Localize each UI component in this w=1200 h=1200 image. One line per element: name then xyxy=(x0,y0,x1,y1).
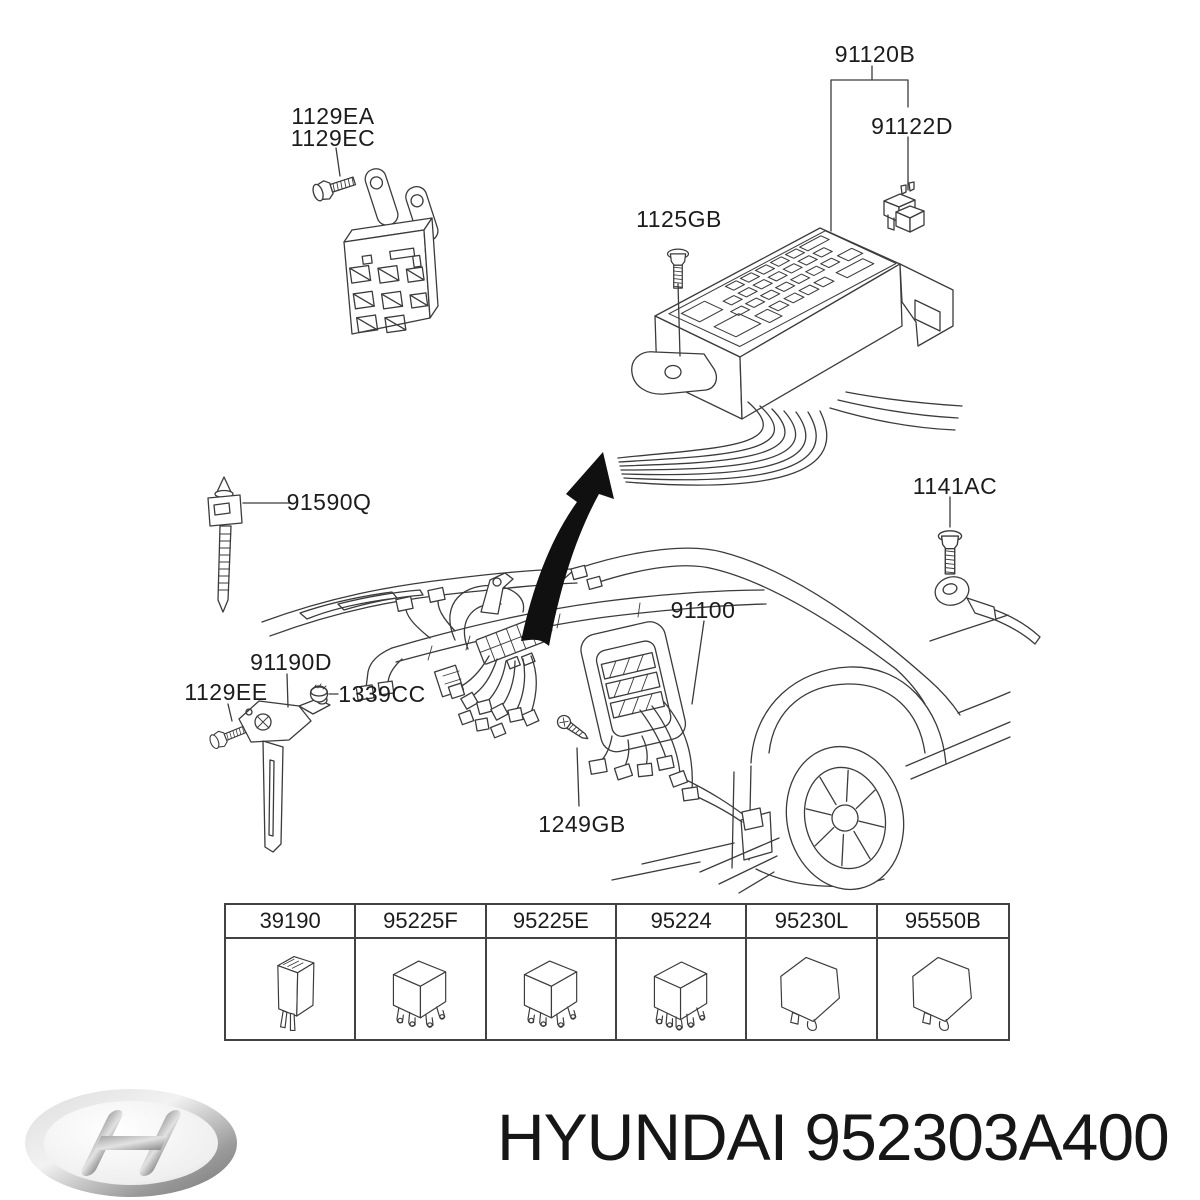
wire-bundle xyxy=(617,391,963,486)
footer-part-line: HYUNDAI 952303A400 xyxy=(497,1099,1170,1175)
part-number-95225e: 95225E xyxy=(486,905,617,939)
relay-icon-95224 xyxy=(617,939,748,1039)
relay-icon-95225f xyxy=(356,939,487,1039)
part-label-91100: 91100 xyxy=(670,597,736,623)
wiring-harness-91100 xyxy=(355,564,767,802)
ring-terminal xyxy=(934,576,1041,645)
cable-tie-91590q xyxy=(207,476,243,613)
car-outline xyxy=(261,547,1011,894)
front-wheel xyxy=(785,745,905,891)
part-label-1129ee: 1129EE xyxy=(184,679,268,705)
relay-icon-95225e xyxy=(487,939,617,1039)
part-number-95550b: 95550B xyxy=(877,905,1008,939)
part-number-text: 952303A400 xyxy=(804,1100,1169,1174)
relay-box-bracket xyxy=(343,168,439,335)
hyundai-logo xyxy=(25,1089,237,1197)
part-label-91190d: 91190D xyxy=(250,649,332,675)
direction-arrow xyxy=(521,452,614,646)
part-number-95225f: 95225F xyxy=(356,905,487,939)
bolt-1141ac-icon xyxy=(937,530,963,575)
parts-table: 39190 95225F 95225E 95224 95230L 95550B xyxy=(224,903,1010,1041)
part-number-39190: 39190 xyxy=(226,905,357,939)
bracket-91190d xyxy=(238,695,331,853)
bolt-1129ee-icon xyxy=(207,721,248,752)
brand-text: HYUNDAI xyxy=(497,1100,788,1174)
part-label-91120b: 91120B xyxy=(834,41,916,67)
nut-1339cc-icon xyxy=(309,683,329,703)
part-label-1129ea: 1129EA xyxy=(291,103,375,129)
part-label-91122d: 91122D xyxy=(871,113,953,139)
part-number-95230l: 95230L xyxy=(747,905,878,939)
relay-icon-39190 xyxy=(226,939,357,1039)
screw-1249gb-icon xyxy=(554,712,593,745)
relay-icon-95550b xyxy=(878,939,1008,1039)
part-label-1339cc: 1339CC xyxy=(338,681,426,707)
relay-91122d xyxy=(883,181,925,233)
part-label-1141ac: 1141AC xyxy=(912,473,998,499)
relay-icon-95230l xyxy=(747,939,878,1039)
bolt-1125gb-icon xyxy=(666,248,690,289)
part-label-91590q: 91590Q xyxy=(286,489,372,515)
bolt-1129-icon xyxy=(310,171,358,204)
part-label-1125gb: 1125GB xyxy=(636,206,722,232)
part-label-1249gb: 1249GB xyxy=(538,811,626,837)
part-number-95224: 95224 xyxy=(616,905,748,939)
fuse-box-91120b xyxy=(617,181,963,486)
leader-lines xyxy=(227,65,951,807)
center-stack-frame xyxy=(580,621,687,753)
part-label-1129ec: 1129EC xyxy=(290,125,376,151)
